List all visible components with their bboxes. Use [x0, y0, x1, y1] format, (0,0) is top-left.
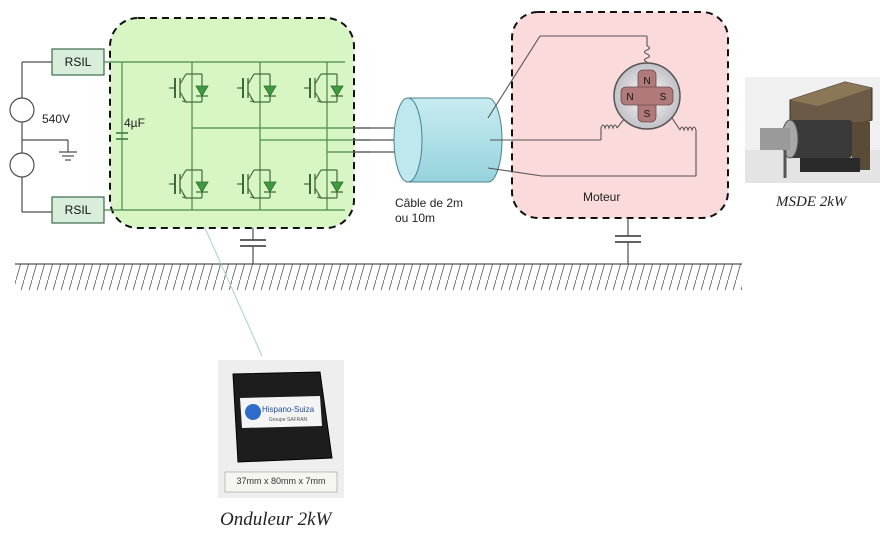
inverter-caption: Onduleur 2kW — [220, 509, 332, 530]
module-brand: Hispano-Suiza — [262, 405, 315, 414]
rsil-bottom-box — [51, 196, 105, 224]
inverter-earth-capacitor — [240, 228, 266, 264]
ground-plane — [15, 263, 742, 290]
cable-label-line2: ou 10m — [395, 211, 436, 225]
motor-windings — [487, 35, 697, 177]
cable-label-line1: Câble de 2m — [395, 196, 464, 210]
inverter-block — [109, 17, 355, 229]
capacitor-label: 4µF — [124, 116, 145, 130]
inverter-bridge — [104, 61, 370, 211]
msde-caption: MSDE 2kW — [776, 194, 847, 210]
rotor-pole-s-right: S — [660, 92, 667, 103]
voltage-label: 540V — [42, 112, 71, 126]
callout-line — [204, 227, 263, 357]
cable-wires — [354, 127, 400, 153]
inverter-module-photo: Hispano-Suiza Groupe SAFRAN 37mm x 80mm … — [218, 360, 344, 498]
rotor-pole-n-top: N — [643, 76, 650, 87]
module-brand-sub: Groupe SAFRAN — [269, 417, 308, 423]
rsil-bottom-label: RSIL — [64, 203, 92, 217]
motor-rotor: N S N S — [613, 62, 681, 130]
motor-earth-capacitor — [615, 218, 641, 264]
msde-motor-photo — [745, 77, 880, 183]
dc-source — [9, 61, 77, 213]
rsil-top-label: RSIL — [64, 55, 92, 69]
cable-cylinder — [393, 97, 503, 183]
motor-label: Moteur — [583, 190, 621, 204]
rotor-pole-s-bottom: S — [644, 109, 651, 120]
rotor-pole-n-left: N — [626, 92, 633, 103]
module-dimensions: 37mm x 80mm x 7mm — [236, 476, 325, 486]
